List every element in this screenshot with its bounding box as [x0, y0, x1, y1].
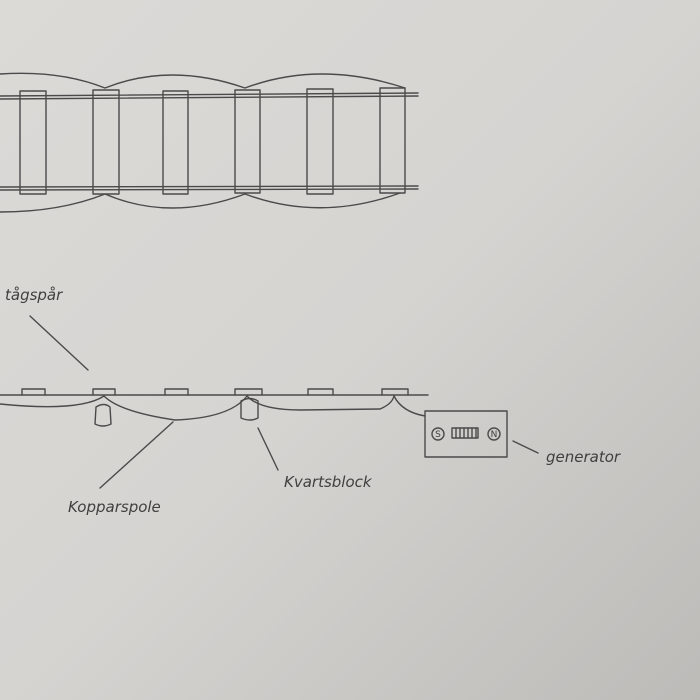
- wire-bottom: [0, 192, 401, 213]
- track-top-view: [0, 72, 419, 213]
- coil-icon: [451, 427, 479, 439]
- generator-leader: [512, 440, 539, 454]
- rail-bottom: [0, 185, 419, 188]
- rail-top-inner: [0, 95, 419, 100]
- south-pole-icon: [431, 427, 445, 441]
- generator: S N: [424, 410, 508, 458]
- wire-top: [0, 72, 406, 89]
- generator-box: [424, 410, 508, 458]
- copper-coil-leader: [99, 421, 174, 489]
- coil-block: [94, 403, 112, 427]
- quartz-block: [240, 397, 259, 421]
- quartz-block-leader: [257, 427, 279, 471]
- copper-coil-label: Kopparspole: [68, 498, 161, 516]
- quartz-block-label: Kvartsblock: [284, 473, 373, 491]
- sleepers: [19, 87, 406, 195]
- rail-bottom-inner: [0, 188, 419, 191]
- south-pole-label: S: [435, 430, 441, 440]
- sleeper-caps: [21, 388, 409, 396]
- generator-label: generator: [546, 448, 621, 466]
- track-side-view: [0, 388, 429, 427]
- track-leader: [29, 315, 89, 371]
- north-pole-label: N: [491, 430, 498, 440]
- track-label: tågspår: [5, 286, 63, 304]
- north-pole-icon: [487, 427, 501, 441]
- rail-top: [0, 92, 419, 97]
